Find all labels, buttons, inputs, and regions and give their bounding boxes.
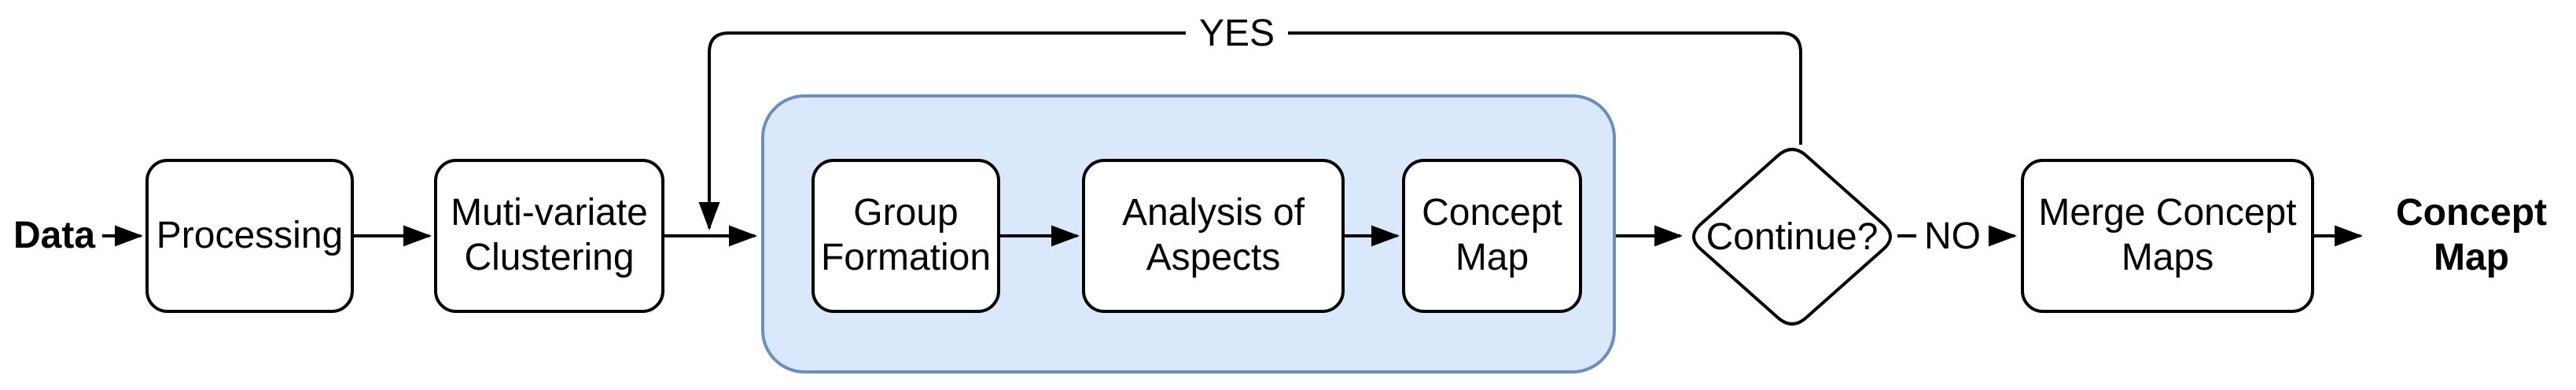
analysis-of-aspects-node: Analysis of Aspects [1082, 159, 1345, 313]
no-edge-label: NO [1916, 212, 1989, 259]
group-formation-node: Group Formation [811, 159, 1000, 313]
processing-node: Processing [145, 159, 354, 313]
processing-node-label: Processing [156, 214, 344, 256]
concept-map-step-node: Concept Map [1402, 159, 1582, 313]
group-formation-node-label: Group Formation [820, 192, 992, 278]
analysis-of-aspects-node-label: Analysis of Aspects [1121, 192, 1305, 278]
merge-concept-maps-node-label: Merge Concept Maps [2038, 192, 2297, 278]
concept-map-output-label: Concept Map [2396, 192, 2547, 278]
multivariate-clustering-node-label: Muti-variate Clustering [451, 192, 648, 278]
continue-decision-diamond [1692, 148, 1892, 326]
multivariate-clustering-node: Muti-variate Clustering [434, 159, 664, 313]
yes-edge-label: YES [1186, 9, 1288, 57]
data-input-label: Data [13, 214, 96, 256]
continue-decision-label: Continue? [1706, 215, 1879, 258]
merge-concept-maps-node: Merge Concept Maps [2021, 159, 2314, 313]
concept-map-step-node-label: Concept Map [1422, 192, 1562, 278]
